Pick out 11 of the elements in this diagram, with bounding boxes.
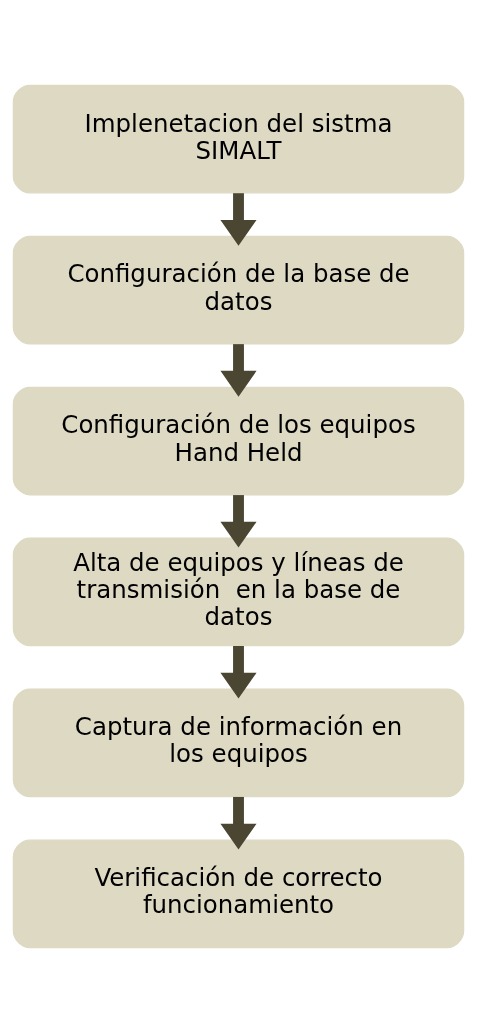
node-box: Verificación de correcto funcionamiento <box>12 838 465 948</box>
node-box: Implenetacion del sistma SIMALT <box>12 84 465 194</box>
node-box: Configuración de los equipos Hand Held <box>12 386 465 495</box>
arrow <box>220 192 257 246</box>
arrow <box>220 796 257 849</box>
arrow <box>220 645 257 699</box>
arrow <box>220 343 257 397</box>
node-box: Alta de equipos y líneas de transmisión en la base de datos <box>12 537 465 646</box>
node-box: Configuración de la base de datos <box>12 235 465 344</box>
arrow <box>220 494 257 548</box>
node-box: Captura de información en los equipos <box>12 688 465 797</box>
